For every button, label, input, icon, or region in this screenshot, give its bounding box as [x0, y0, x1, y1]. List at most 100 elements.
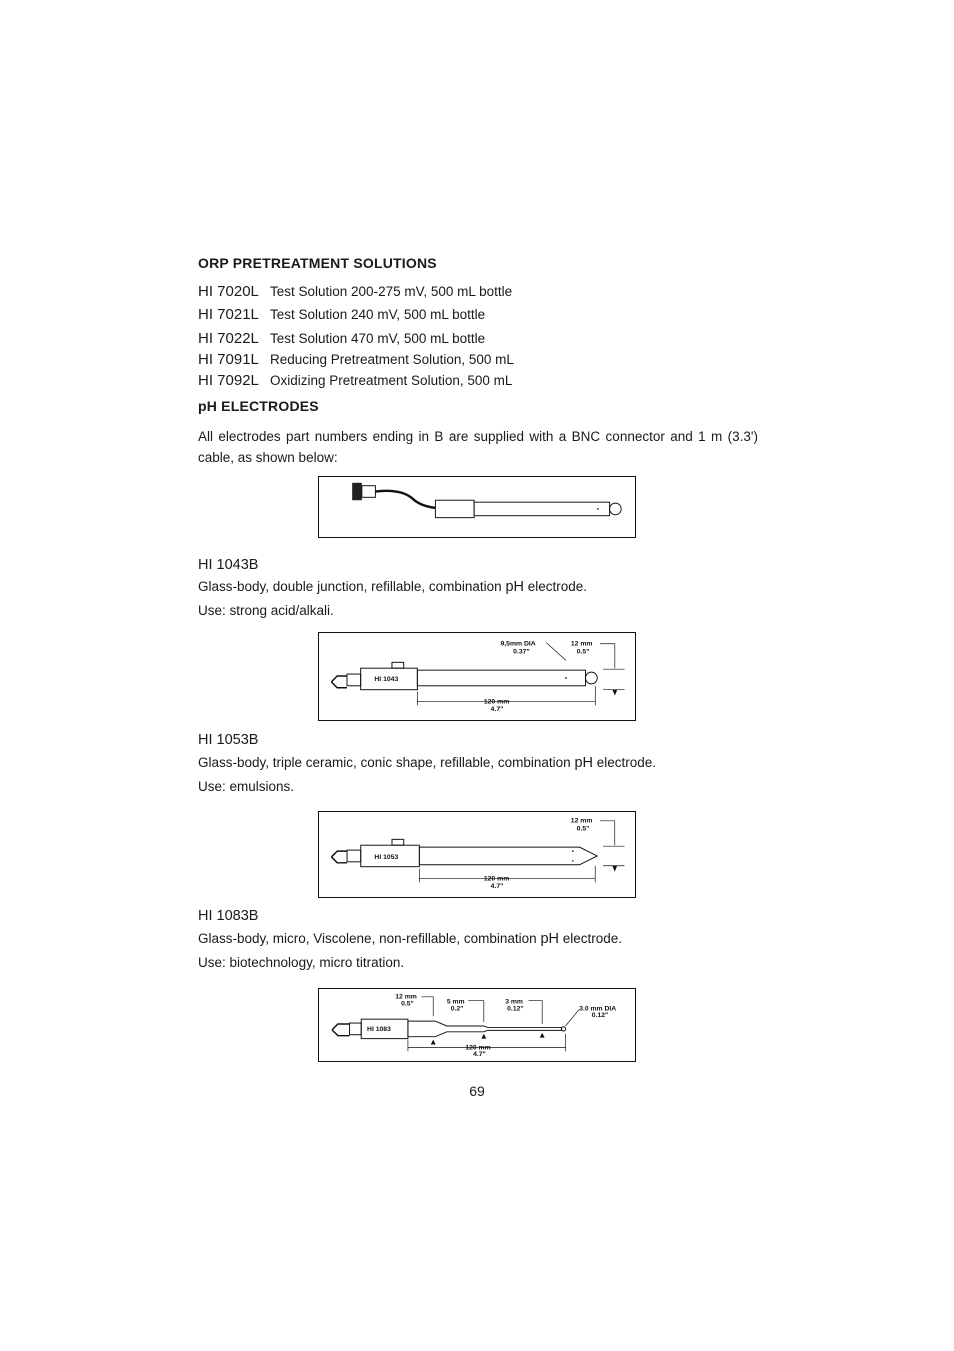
model-description: Glass-body, double junction, refillable,…: [198, 579, 587, 595]
arrow-icon: [612, 689, 618, 696]
bnc-electrode-drawing: [352, 482, 622, 519]
list-item: HI 7092L Oxidizing Pretreatment Solution,…: [198, 372, 512, 389]
ph-term: pH: [574, 755, 593, 771]
dimension-label: 120 mm: [484, 875, 509, 882]
leader-line: [528, 1000, 543, 1025]
dimension-label: 0.12": [507, 1005, 523, 1012]
junction-dot: [571, 850, 574, 852]
description-text: Glass-body, micro, Viscolene, non-refill…: [198, 931, 537, 946]
dimension-label: 9,5mm DIA: [500, 641, 535, 648]
dimension-label: 120 mm: [484, 698, 509, 705]
dimension-label: 0.5": [401, 1001, 414, 1008]
refill-port: [391, 661, 405, 669]
electrode-label: HI 1083: [367, 1026, 391, 1033]
description-end: electrode.: [562, 931, 623, 946]
list-item: HI 7021L Test Solution 240 mV, 500 mL bot…: [198, 306, 485, 323]
hi1083-figure: HI 1083 12 mm 0.5" 5 mm 0.2" 3 mm 0.12" …: [318, 988, 636, 1062]
leader-line: [546, 642, 567, 661]
cable-boot: [346, 673, 362, 687]
junction-dot: [565, 677, 567, 679]
description-end: electrode.: [596, 755, 657, 770]
leader-line: [421, 996, 434, 1017]
dimension-label: 4.7": [491, 883, 504, 890]
arrow-icon: [539, 1032, 545, 1038]
dimension-label: 120 mm: [465, 1044, 490, 1051]
product-description: Test Solution 240 mV, 500 mL bottle: [270, 307, 486, 322]
electrode-body: [416, 669, 586, 687]
dimension-label: 0.12": [592, 1012, 608, 1019]
electrode-cap: [434, 499, 475, 519]
hi1083-drawing: HI 1083 12 mm 0.5" 5 mm 0.2" 3 mm 0.12" …: [331, 994, 616, 1058]
ph-term: pH: [505, 579, 524, 595]
arrow-icon: [481, 1033, 487, 1039]
product-code: HI 7091L: [198, 351, 259, 368]
dimension-label: 4.7": [473, 1051, 486, 1058]
electrode-body: [473, 501, 611, 517]
dimension-label: 5 mm: [447, 999, 465, 1006]
model-title: HI 1083B: [198, 908, 259, 924]
electrode-bulb: [585, 671, 598, 685]
electrode-bulb: [609, 502, 622, 516]
leader-line: [565, 1009, 580, 1027]
refill-port: [391, 838, 405, 846]
bnc-connector: [352, 482, 362, 501]
hi1043-drawing: HI 1043 9,5mm DIA 0.37" 12 mm 0.5" 120 m…: [330, 641, 625, 713]
page-number: 69: [469, 1083, 485, 1099]
description-text: Glass-body, triple ceramic, conic shape,…: [198, 755, 571, 770]
dimension-label: 12 mm: [571, 818, 593, 825]
leader-line: [468, 1000, 485, 1023]
dimension-label: 4.7": [491, 706, 504, 713]
product-description: Test Solution 200-275 mV, 500 mL bottle: [270, 284, 513, 299]
electrode-body: [407, 1020, 563, 1038]
bnc-electrode-figure: [318, 476, 636, 538]
dimension-label: 0.2": [451, 1005, 464, 1012]
cable: [375, 489, 436, 510]
dimension-label: 3 mm: [505, 999, 523, 1006]
product-description: Test Solution 470 mV, 500 mL bottle: [270, 331, 486, 346]
orp-heading: ORP PRETREATMENT SOLUTIONS: [198, 255, 437, 271]
dimension-label: 3.0 mm DIA: [579, 1005, 616, 1012]
model-description: Glass-body, micro, Viscolene, non-refill…: [198, 931, 622, 947]
electrode-tip: [560, 1026, 567, 1032]
list-item: HI 7091L Reducing Pretreatment Solution, …: [198, 351, 514, 368]
dimension-label: 0.5": [577, 826, 590, 833]
electrode-label: HI 1053: [374, 854, 398, 861]
ph-term: pH: [540, 931, 559, 947]
hi1043-figure: HI 1043 9,5mm DIA 0.37" 12 mm 0.5" 120 m…: [318, 632, 636, 721]
cable-boot: [346, 849, 362, 863]
dimension-label: 0.5": [577, 649, 590, 656]
product-code: HI 7020L: [198, 283, 259, 300]
cable-end: [330, 675, 347, 689]
list-item: HI 7022L Test Solution 470 mV, 500 mL bot…: [198, 330, 485, 347]
product-code: HI 7092L: [198, 372, 259, 389]
hi1053-figure: HI 1053 12 mm 0.5" 120 mm 4.7": [318, 811, 636, 898]
leader-line: [600, 643, 616, 669]
model-use: Use: strong acid/alkali.: [198, 603, 334, 618]
bnc-sleeve: [361, 485, 376, 498]
ph-heading: pH ELECTRODES: [198, 398, 319, 414]
product-code: HI 7022L: [198, 330, 259, 347]
dimension-label: 12 mm: [571, 641, 593, 648]
cable-boot: [349, 1022, 362, 1036]
product-description: Reducing Pretreatment Solution, 500 mL: [270, 352, 514, 367]
model-description: Glass-body, triple ceramic, conic shape,…: [198, 755, 656, 771]
arrow-icon: [612, 865, 618, 872]
junction-dot: [597, 508, 599, 510]
product-code: HI 7021L: [198, 306, 259, 323]
junction-dot: [571, 860, 574, 862]
cable-end: [331, 1023, 350, 1037]
model-title: HI 1053B: [198, 732, 259, 748]
model-use: Use: emulsions.: [198, 779, 295, 794]
cable-end: [330, 850, 348, 864]
list-item: HI 7020L Test Solution 200-275 mV, 500 mL…: [198, 283, 512, 300]
electrode-body: [418, 846, 599, 866]
model-title: HI 1043B: [198, 557, 259, 573]
product-description: Oxidizing Pretreatment Solution, 500 mL: [270, 373, 513, 388]
dimension-label: 12 mm: [395, 994, 417, 1001]
arrow-icon: [430, 1039, 436, 1045]
leader-line: [600, 820, 616, 846]
model-use: Use: biotechnology, micro titration.: [198, 955, 405, 970]
dimension-label: 0.37": [513, 649, 530, 656]
electrode-label: HI 1043: [374, 676, 398, 683]
hi1053-drawing: HI 1053 12 mm 0.5" 120 mm 4.7": [330, 818, 625, 890]
